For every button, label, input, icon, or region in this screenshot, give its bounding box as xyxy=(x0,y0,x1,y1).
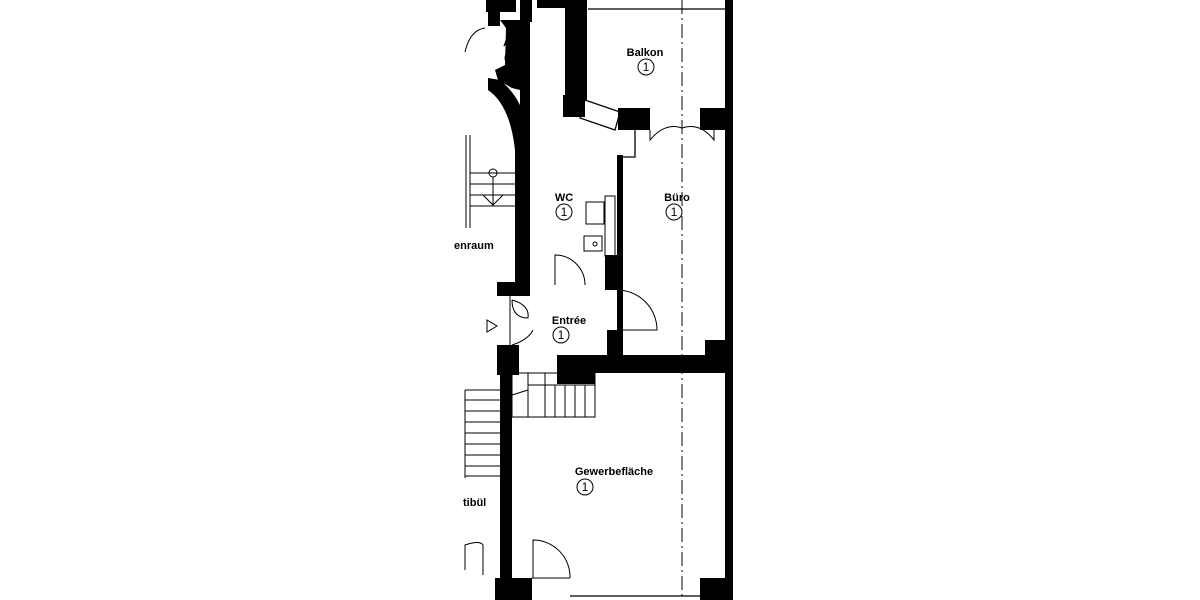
room-number: 1 xyxy=(582,480,589,494)
room-wc: WC 1 xyxy=(555,192,573,221)
room-number: 1 xyxy=(561,205,568,219)
room-label: Ab. xyxy=(503,37,521,49)
partial-label-enraum: enraum xyxy=(454,240,494,252)
room-number: 1 xyxy=(558,328,565,342)
room-gewerbeflaeche: Gewerbefläche 1 xyxy=(575,466,653,496)
external-stairs xyxy=(464,135,515,478)
walls xyxy=(486,0,733,600)
room-label: Gewerbefläche xyxy=(575,466,653,478)
room-number: 1 xyxy=(643,60,650,74)
room-number: 1 xyxy=(671,205,678,219)
room-label: Büro xyxy=(664,192,690,204)
doors xyxy=(464,27,715,579)
room-entree: Entrée 1 xyxy=(552,315,586,344)
room-balkon: Balkon 1 xyxy=(627,47,664,76)
partial-label-tibuel: tibül xyxy=(463,497,486,509)
room-number: 1 xyxy=(509,51,516,65)
entrance-arrow-icon xyxy=(486,319,498,333)
room-label: Entrée xyxy=(552,315,586,327)
internal-stairs xyxy=(511,372,596,418)
room-label: WC xyxy=(555,192,573,204)
room-buero: Büro 1 xyxy=(664,192,690,221)
wc-fixtures xyxy=(583,195,616,257)
room-label: Balkon xyxy=(627,47,664,59)
room-ab: Ab. 1 xyxy=(503,37,521,66)
